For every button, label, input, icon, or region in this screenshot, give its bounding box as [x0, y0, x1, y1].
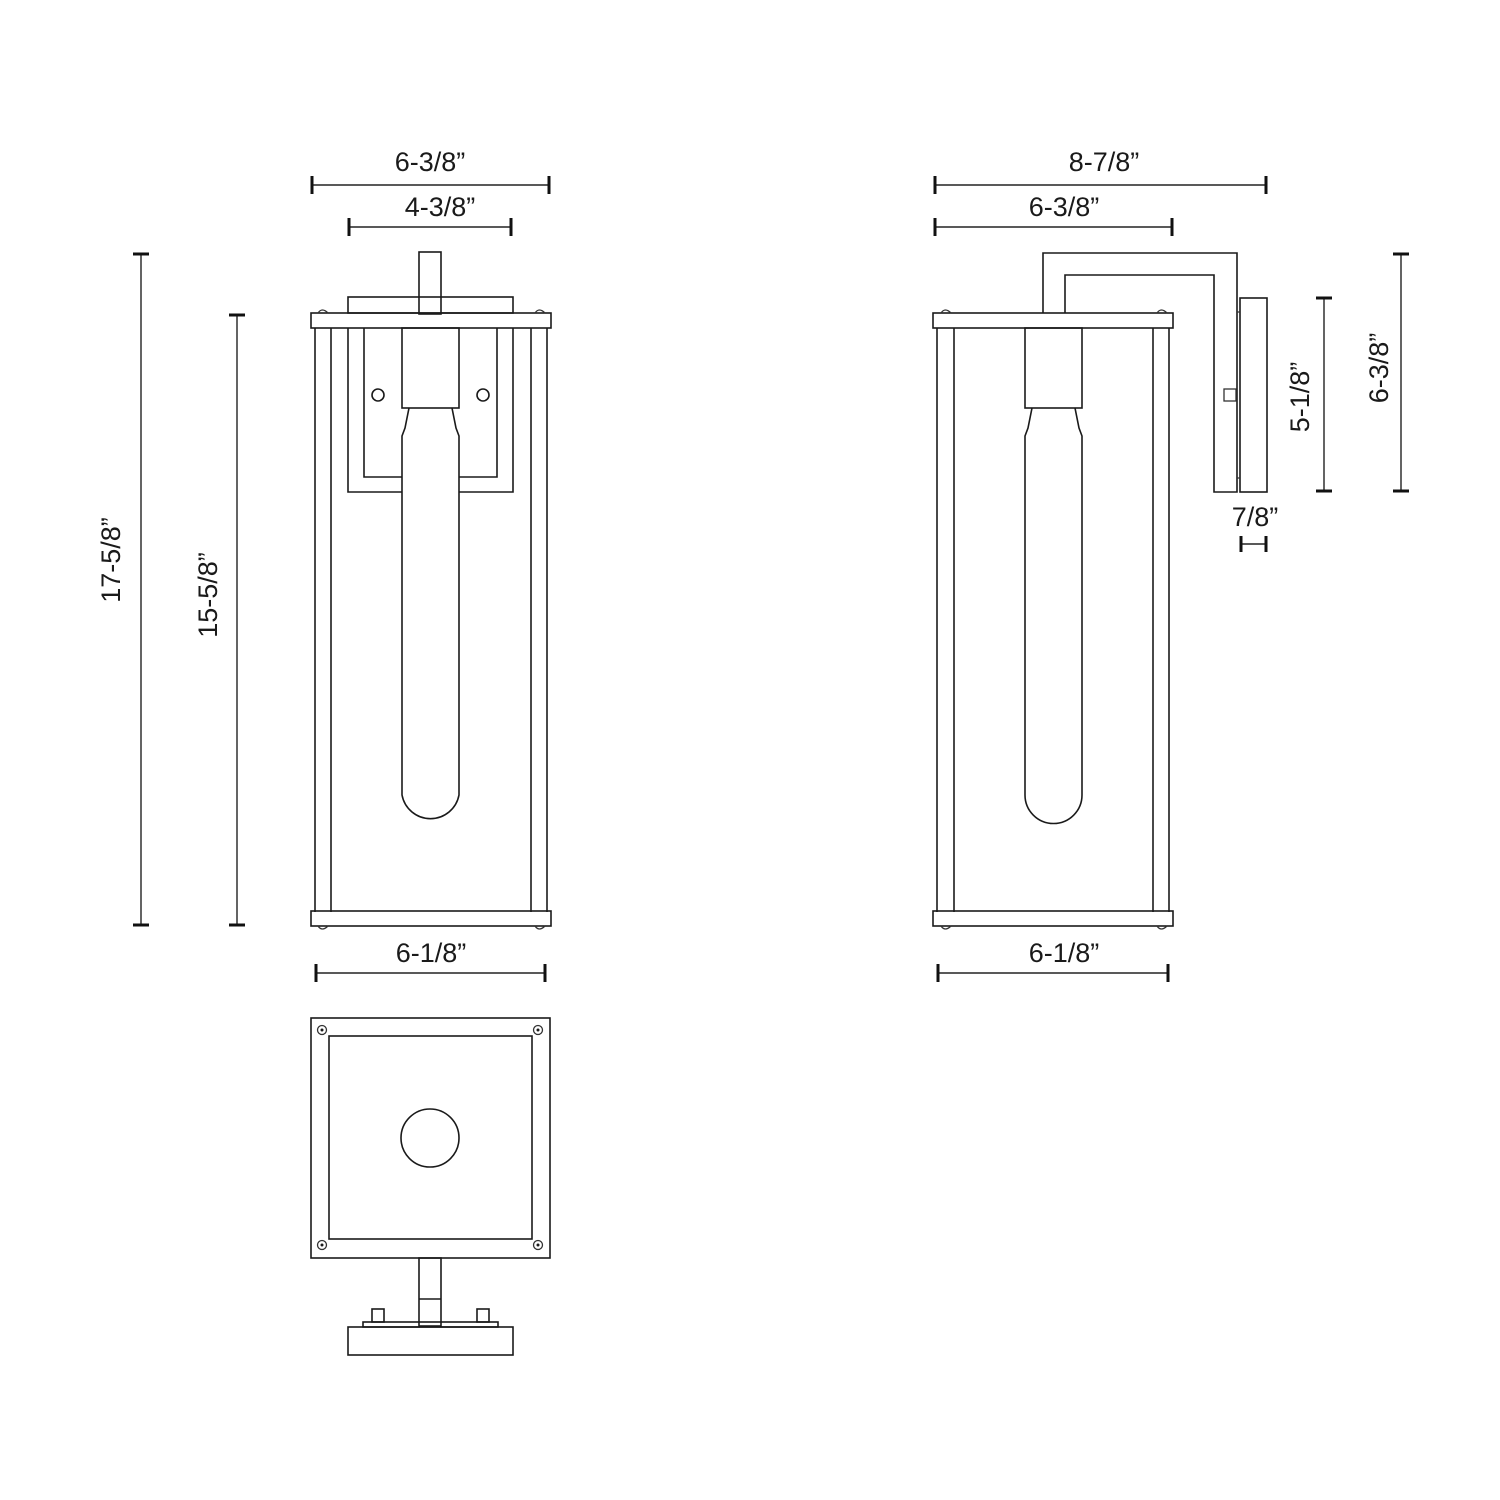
front-backplate-inner	[363, 328, 498, 478]
dim-front-lantern-height: 15-5/8”	[193, 313, 245, 927]
dim-side-backplate-height: 5-1/8”	[1285, 296, 1332, 493]
label-front-lantern-height: 15-5/8”	[193, 552, 223, 638]
label-front-base-width: 6-1/8”	[396, 938, 467, 968]
side-socket	[1024, 327, 1083, 409]
side-top-cap	[932, 312, 1174, 329]
front-backplate-screw-left	[371, 388, 385, 402]
front-bulb	[401, 407, 460, 820]
side-top-screws	[940, 309, 1168, 314]
front-bottom-feet	[317, 925, 546, 930]
dim-side-arm-height: 6-3/8”	[1364, 252, 1409, 493]
label-side-arm-height: 6-3/8”	[1364, 333, 1394, 404]
top-view-bolt-right	[476, 1308, 490, 1323]
dim-side-lantern-depth: 6-3/8”	[933, 192, 1174, 236]
dim-front-overall-height: 17-5/8”	[96, 252, 149, 927]
side-arm	[1042, 252, 1238, 493]
label-side-backplate-height: 5-1/8”	[1285, 362, 1315, 433]
front-backplate-top	[347, 296, 514, 314]
front-backplate-outer	[347, 328, 514, 493]
top-view-outer-frame	[310, 1017, 551, 1259]
top-view-inner-frame	[328, 1035, 533, 1240]
top-view-bolt-left	[371, 1308, 385, 1323]
dim-front-overall-width: 6-3/8”	[310, 147, 551, 194]
dim-front-backplate-width: 4-3/8”	[347, 192, 513, 236]
label-front-backplate-width: 4-3/8”	[405, 192, 476, 222]
dim-front-base-width: 6-1/8”	[314, 938, 547, 982]
label-side-overall-extension: 8-7/8”	[1069, 147, 1140, 177]
top-view	[310, 1017, 551, 1356]
front-bottom-base	[310, 910, 552, 927]
front-stem	[418, 251, 442, 315]
top-view-center-hole	[400, 1108, 460, 1168]
dim-side-base-width: 6-1/8”	[936, 938, 1170, 982]
label-front-overall-width: 6-3/8”	[395, 147, 466, 177]
label-side-lantern-depth: 6-3/8”	[1029, 192, 1100, 222]
label-side-backplate-depth: 7/8”	[1232, 502, 1279, 532]
side-view: 8-7/8” 6-3/8”	[932, 147, 1409, 982]
dim-side-overall-extension: 8-7/8”	[933, 147, 1268, 194]
top-view-backplate	[347, 1326, 514, 1356]
side-backplate-knob	[1223, 388, 1237, 402]
front-socket	[401, 327, 460, 409]
label-front-overall-height: 17-5/8”	[96, 517, 126, 603]
top-view-corner-screws	[316, 1024, 544, 1251]
label-side-base-width: 6-1/8”	[1029, 938, 1100, 968]
front-top-cap	[310, 312, 552, 329]
top-view-stem	[418, 1257, 442, 1327]
side-bottom-feet	[940, 925, 1168, 930]
side-bottom-base	[932, 910, 1174, 927]
front-top-screws	[317, 309, 546, 314]
side-bulb	[1024, 407, 1083, 825]
front-view: 6-3/8” 4-3/8” 17-5/8” 15-5/8”	[96, 147, 552, 982]
side-backplate	[1239, 297, 1268, 493]
dim-side-backplate-depth: 7/8”	[1232, 502, 1279, 552]
front-backplate-screw-right	[476, 388, 490, 402]
